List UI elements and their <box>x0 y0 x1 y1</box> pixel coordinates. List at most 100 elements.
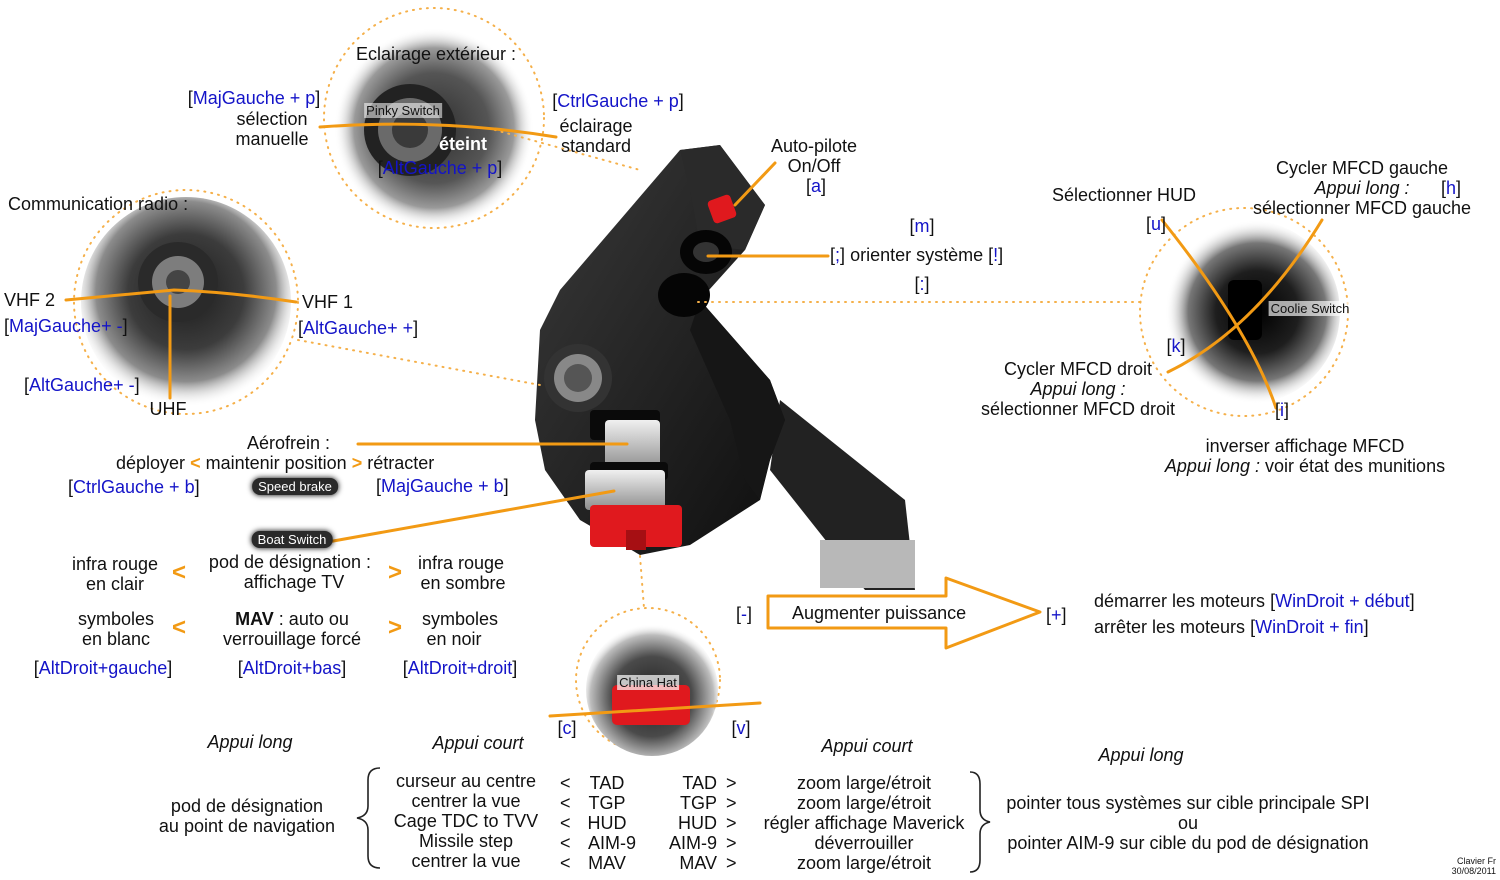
orient-key-right: ! <box>993 245 999 265</box>
china-lt: < <box>560 793 571 813</box>
coolie-down-2: Appui long : voir état des munitions <box>1165 456 1445 476</box>
pinky-bottom-key-text: AltGauche + p <box>382 158 498 178</box>
coolie-down-2-italic: Appui long : <box>1164 456 1260 476</box>
china-lt: < <box>560 813 571 833</box>
coolie-left-1: Cycler MFCD gauche <box>1275 158 1449 178</box>
china-key-right-text: v <box>736 718 746 738</box>
china-left-item: Missile step <box>418 831 514 851</box>
china-left-mode: HUD <box>587 813 627 833</box>
throttle-stop: arrêter les moteurs [WinDroit + fin] <box>1094 617 1369 637</box>
china-left-item: centrer la vue <box>411 791 521 811</box>
coolie-hud-label: Sélectionner HUD <box>1051 185 1197 205</box>
footer-line-2: 30/08/2011 <box>1451 866 1496 876</box>
boat-gt-1: > <box>388 559 403 586</box>
boat-chip: Boat Switch <box>251 531 333 548</box>
coolie-left-2: Appui long : <box>1314 178 1410 198</box>
boat-center-2: affichage TV <box>243 572 345 592</box>
china-key-left: [c] <box>557 718 577 738</box>
pinky-left-label-2: manuelle <box>235 129 309 149</box>
throttle-stop-text: arrêter les moteurs <box>1094 617 1251 637</box>
coolie-left-3: sélectionner MFCD gauche <box>1252 198 1472 218</box>
pinky-left-key: [MajGauche + p] <box>187 88 321 108</box>
china-right-long-1: pointer tous systèmes sur cible principa… <box>1006 793 1370 813</box>
boat-key-right: [AltDroit+droit] <box>402 658 518 678</box>
pinky-chip: Pinky Switch <box>364 103 442 118</box>
china-right-long-title: Appui long <box>1098 745 1184 765</box>
footer: Clavier Fr 30/08/2011 <box>1440 856 1496 876</box>
pinky-left-label-1: sélection <box>236 109 308 129</box>
orient-row: [;] orienter système [!] <box>830 245 1004 265</box>
china-right-mode: AIM-9 <box>668 833 717 853</box>
china-zoom <box>575 555 721 756</box>
braces <box>356 767 991 873</box>
china-left-mode: TGP <box>588 793 626 813</box>
china-right-item: zoom large/étroit <box>796 853 932 873</box>
radio-zoom <box>73 189 541 415</box>
boat-left-2: en clair <box>85 574 145 594</box>
china-right-long-3: pointer AIM-9 sur cible du pod de désign… <box>1007 833 1369 853</box>
orient-label: orienter système <box>850 245 984 265</box>
throttle-stop-key: WinDroit + fin <box>1255 617 1364 637</box>
autopilot-button <box>707 194 737 224</box>
china-right-mode: HUD <box>678 813 717 833</box>
orient-key-bottom: [:] <box>914 274 930 294</box>
pinky-center-label: éteint <box>438 134 488 154</box>
vhf2-label: VHF 2 <box>4 290 56 310</box>
boat-key-right-text: AltDroit+droit <box>407 658 513 678</box>
coolie-left-key-text: h <box>1446 178 1457 198</box>
speedbrake-gt: > <box>351 453 363 473</box>
vhf1-key: [AltGauche+ +] <box>298 318 419 338</box>
boat-sym-left-1: symboles <box>77 609 155 629</box>
china-lt: < <box>560 853 571 873</box>
china-right-long-2: ou <box>1177 813 1199 833</box>
china-right-item: déverrouiller <box>814 833 914 853</box>
pinky-right-label-2: standard <box>560 136 632 156</box>
china-gt: > <box>726 853 737 873</box>
uhf-key-text: AltGauche+ - <box>29 375 135 395</box>
china-right-item: zoom large/étroit <box>796 773 932 793</box>
footer-line-1: Clavier Fr <box>1456 856 1496 866</box>
boat-center-1: pod de désignation : <box>208 552 372 572</box>
boat-mav-2: verrouillage forcé <box>222 629 362 649</box>
boat-mav-rest: : auto ou <box>273 609 349 629</box>
china-left-mode: TAD <box>589 773 625 793</box>
boat-right-1: infra rouge <box>417 553 505 573</box>
boat-sym-right-2: en noir <box>426 629 482 649</box>
pinky-right-key: [CtrlGauche + p] <box>552 91 684 111</box>
vhf2-key-text: MajGauche+ - <box>9 316 123 336</box>
coolie-chip: Coolie Switch <box>1268 301 1352 316</box>
china-lt: < <box>560 773 571 793</box>
china-chip: China Hat <box>617 675 679 690</box>
boat-switch <box>585 470 682 550</box>
speedbrake-key-right-text: MajGauche + b <box>381 476 504 496</box>
speedbrake-key-left: [CtrlGauche + b] <box>68 477 200 497</box>
china-right-mode: TAD <box>682 773 717 793</box>
uhf-label: UHF <box>149 399 187 419</box>
boat-lt-1: < <box>172 559 187 586</box>
china-left-mode: MAV <box>588 853 626 873</box>
autopilot-key-text: a <box>810 176 822 196</box>
pinky-right-key-text: CtrlGauche + p <box>557 91 679 111</box>
china-left-long-title: Appui long <box>207 732 293 752</box>
throttle-key-plus-text: + <box>1051 605 1062 625</box>
speedbrake-retract: rétracter <box>367 453 435 473</box>
speedbrake-title: Aérofrein : <box>247 433 331 453</box>
coolie-down-1: inverser affichage MFCD <box>1205 436 1405 456</box>
boat-right-2: en sombre <box>420 573 506 593</box>
autopilot-label-1: Auto-pilote <box>770 136 858 156</box>
china-gt: > <box>726 813 737 833</box>
china-left-mode: AIM-9 <box>587 833 637 853</box>
boat-mav-1: MAV : auto ou <box>235 609 349 629</box>
pinky-left-key-text: MajGauche + p <box>192 88 316 108</box>
throttle-start-key: WinDroit + début <box>1275 591 1410 611</box>
radio-title: Communication radio : <box>8 194 189 214</box>
pinky-bottom-key: [AltGauche + p] <box>377 158 503 178</box>
china-lt: < <box>560 833 571 853</box>
uhf-key: [AltGauche+ -] <box>24 375 140 395</box>
speedbrake-deploy: déployer <box>116 453 186 473</box>
boat-key-left-text: AltDroit+gauche <box>38 658 168 678</box>
autopilot-key: [a] <box>805 176 827 196</box>
coolie-right-2: Appui long : <box>1030 379 1126 399</box>
coolie-down-2-rest: voir état des munitions <box>1259 456 1446 476</box>
china-right-mode: TGP <box>679 793 717 813</box>
